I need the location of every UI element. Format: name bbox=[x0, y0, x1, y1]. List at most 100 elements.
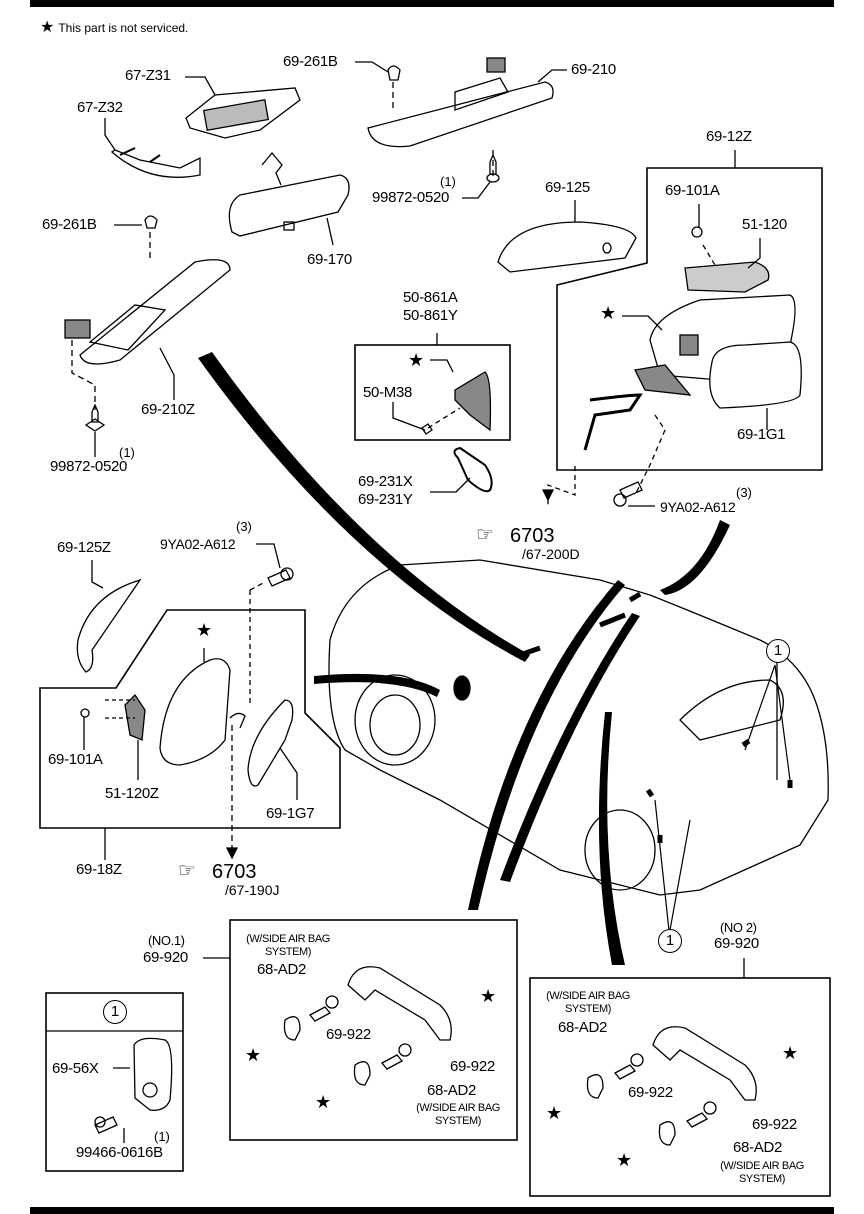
legend: ★This part is not serviced. bbox=[40, 20, 188, 36]
grip1-note-bottom: (W/SIDE AIR BAG SYSTEM) bbox=[416, 1102, 500, 1127]
label-51-120: 51-120 bbox=[742, 216, 787, 233]
grip2-part-label: 69-920 bbox=[714, 935, 759, 952]
star-label-grip1-handle: ★ bbox=[480, 986, 496, 1006]
grip1-part-label: 69-920 bbox=[143, 949, 188, 966]
tweeter-drawing bbox=[454, 371, 492, 432]
ref-6703-left[interactable]: 6703 bbox=[212, 861, 257, 883]
star-label-grip1-cap-b: ★ bbox=[315, 1092, 331, 1112]
label-9ya02-a612-right: 9YA02-A612 bbox=[660, 499, 736, 515]
grip2-note-top: (W/SIDE AIR BAG SYSTEM) bbox=[546, 990, 630, 1015]
star-label-grip2-cap-b: ★ bbox=[616, 1150, 632, 1170]
star-label-grip1-cap-a: ★ bbox=[245, 1045, 261, 1065]
screw-drawing-l bbox=[80, 708, 90, 718]
clip-drawing-left bbox=[144, 215, 158, 229]
label-69-261b-top: 69-261B bbox=[283, 53, 338, 70]
grip2-no-label: (NO 2) bbox=[720, 920, 757, 935]
label-67-z32: 67-Z32 bbox=[77, 99, 123, 116]
mirror-glass-drawing-right bbox=[709, 341, 802, 409]
grip-trim-drawing bbox=[453, 446, 493, 493]
right-mirror-assembly-box bbox=[556, 167, 823, 471]
grip2-note-bottom: (W/SIDE AIR BAG SYSTEM) bbox=[720, 1160, 804, 1185]
qty-99872-left: (1) bbox=[119, 445, 135, 460]
ref-hand-icon-left: ☞ bbox=[178, 860, 196, 882]
star-label-tweeter: ★ bbox=[408, 350, 424, 370]
ref-67-200d[interactable]: /67-200D bbox=[522, 546, 580, 562]
bottom-border bbox=[30, 1207, 834, 1214]
grip1-69-922-a: 69-922 bbox=[326, 1026, 371, 1043]
label-69-170: 69-170 bbox=[307, 251, 352, 268]
grip2-69-922-b: 69-922 bbox=[752, 1116, 797, 1133]
label-9ya02-a612-left: 9YA02-A612 bbox=[160, 536, 236, 552]
assist-grip-no1-drawing bbox=[283, 966, 452, 1086]
qty-9ya02-right: (3) bbox=[736, 485, 752, 500]
label-69-261b-left: 69-261B bbox=[42, 216, 97, 233]
bracket-drawing bbox=[94, 1037, 173, 1134]
screw-drawing-left bbox=[84, 403, 106, 432]
star-label-right-mirror: ★ bbox=[600, 303, 616, 323]
screw-drawing-r bbox=[691, 226, 703, 238]
label-69-231y: 69-231Y bbox=[358, 491, 413, 508]
label-69-101a-right: 69-101A bbox=[665, 182, 720, 199]
screw-drawing-top bbox=[486, 153, 500, 183]
overhead-console-lens-drawing bbox=[110, 147, 201, 178]
callout-1-lower: 1 bbox=[658, 929, 682, 953]
label-99466-0616b: 99466-0616B bbox=[76, 1144, 163, 1161]
callout-1-upper: 1 bbox=[766, 639, 790, 663]
label-50-m38: 50-M38 bbox=[363, 384, 413, 401]
grip2-68-ad2-bottom: 68-AD2 bbox=[733, 1139, 783, 1156]
callout-swoosh-lines bbox=[198, 352, 730, 965]
label-69-101a-left: 69-101A bbox=[48, 751, 103, 768]
label-69-56x: 69-56X bbox=[52, 1060, 99, 1077]
mirror-cover-drawing-left bbox=[76, 578, 142, 673]
label-69-210z: 69-210Z bbox=[141, 401, 195, 418]
label-50-861a: 50-861A bbox=[403, 289, 458, 306]
screw-drawing-50m38 bbox=[421, 423, 433, 435]
grip1-68-ad2-top: 68-AD2 bbox=[257, 961, 307, 978]
star-label-grip2-cap-a: ★ bbox=[546, 1103, 562, 1123]
qty-99872-top: (1) bbox=[440, 174, 456, 189]
grip1-68-ad2-bottom: 68-AD2 bbox=[427, 1082, 477, 1099]
qty-9ya02-left: (3) bbox=[236, 519, 252, 534]
star-label-grip2-handle: ★ bbox=[782, 1043, 798, 1063]
bolt-drawing-left bbox=[267, 567, 294, 587]
label-99872-0520-top: 99872-0520 bbox=[372, 189, 450, 206]
star-label-left-mirror: ★ bbox=[196, 620, 212, 640]
grip2-69-922-a: 69-922 bbox=[628, 1084, 673, 1101]
bolt-drawing-right bbox=[613, 481, 643, 507]
label-99872-0520-left: 99872-0520 bbox=[50, 458, 128, 475]
car-drawing bbox=[328, 559, 829, 941]
rearview-mirror-drawing bbox=[228, 151, 350, 237]
ref-hand-icon-right: ☞ bbox=[476, 524, 494, 546]
bracket-detail-box bbox=[45, 992, 184, 1172]
grip2-68-ad2-top: 68-AD2 bbox=[558, 1019, 608, 1036]
assist-grip-no2-box bbox=[529, 977, 831, 1197]
label-51-120z: 51-120Z bbox=[105, 785, 159, 802]
grip1-note-top: (W/SIDE AIR BAG SYSTEM) bbox=[246, 933, 330, 958]
assist-grip-no1-box bbox=[229, 919, 518, 1141]
mirror-glass-drawing-left bbox=[247, 699, 294, 787]
overhead-console-drawing bbox=[185, 87, 301, 139]
grip1-69-922-b: 69-922 bbox=[450, 1058, 495, 1075]
label-50-861y: 50-861Y bbox=[403, 307, 458, 324]
sun-visor-drawing-top bbox=[367, 57, 554, 148]
sun-visor-drawing-left bbox=[64, 259, 231, 365]
label-69-1g7: 69-1G7 bbox=[266, 805, 315, 822]
label-69-125: 69-125 bbox=[545, 179, 590, 196]
label-69-1g1: 69-1G1 bbox=[737, 426, 786, 443]
label-69-18z: 69-18Z bbox=[76, 861, 122, 878]
label-67-z31: 67-Z31 bbox=[125, 67, 171, 84]
grip1-no-label: (NO.1) bbox=[148, 933, 185, 948]
turn-signal-drawing-right bbox=[684, 261, 770, 293]
mirror-cover-drawing-right bbox=[497, 221, 637, 273]
left-mirror-assembly-box bbox=[39, 609, 341, 829]
label-69-210: 69-210 bbox=[571, 61, 616, 78]
star-icon: ★ bbox=[40, 19, 55, 36]
ref-67-190j[interactable]: /67-190J bbox=[225, 882, 280, 898]
ref-6703-right[interactable]: 6703 bbox=[510, 525, 555, 547]
tweeter-box bbox=[354, 344, 511, 441]
assist-grip-no2-drawing bbox=[586, 1026, 757, 1146]
mirror-housing-drawing-left bbox=[159, 658, 246, 766]
label-69-12z: 69-12Z bbox=[706, 128, 752, 145]
qty-99466: (1) bbox=[154, 1129, 170, 1144]
